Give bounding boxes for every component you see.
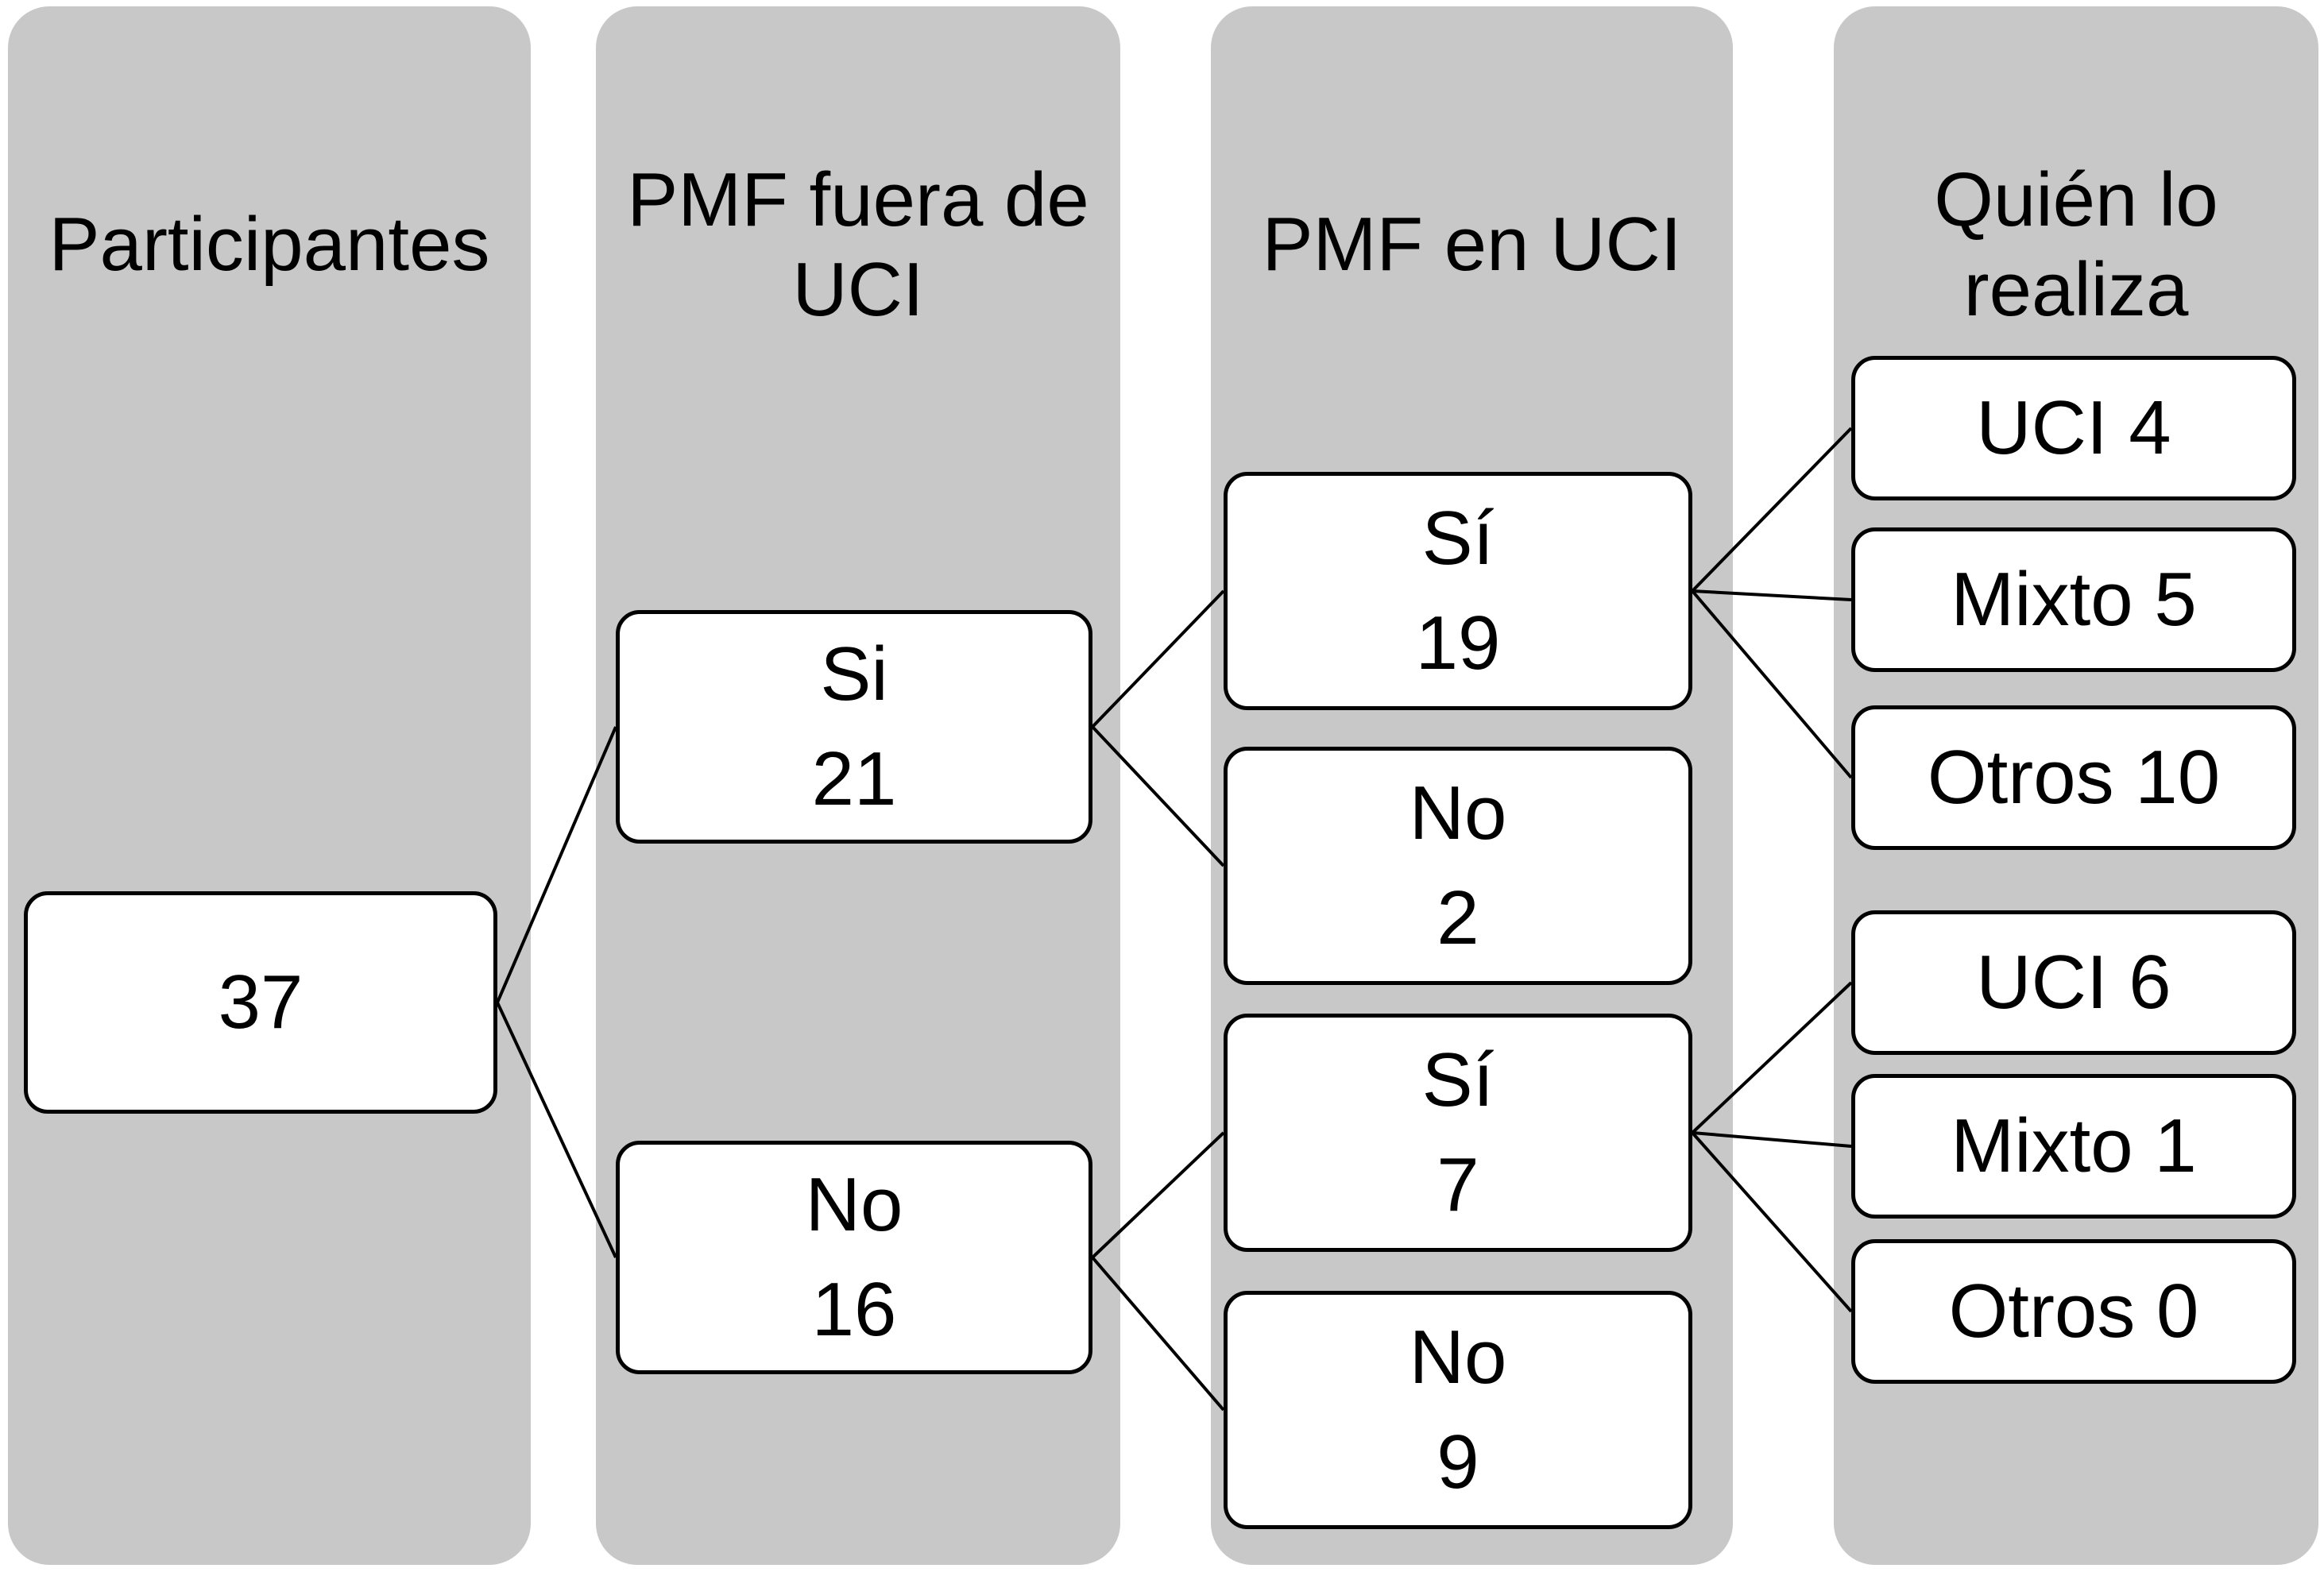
node-text: Mixto 5	[1951, 556, 2197, 642]
node-realiza-uci-4: UCI 4	[1851, 356, 2296, 500]
node-realiza-uci-6: UCI 6	[1851, 910, 2296, 1055]
node-text: 37	[218, 959, 304, 1045]
connector	[1091, 725, 1225, 867]
connector	[496, 726, 617, 1003]
connector	[1091, 1131, 1225, 1259]
connector	[1091, 1256, 1225, 1412]
connector	[496, 1002, 617, 1258]
connector	[1692, 589, 1852, 601]
node-text: Otros 0	[1948, 1268, 2199, 1354]
node-text: UCI 4	[1976, 384, 2171, 470]
node-realiza-mixto-5: Mixto 5	[1851, 527, 2296, 672]
node-participantes-total: 37	[24, 891, 497, 1114]
column-participantes: Participantes	[8, 6, 531, 1565]
node-realiza-mixto-1: Mixto 1	[1851, 1074, 2296, 1219]
node-realiza-otros-10: Otros 10	[1851, 705, 2296, 850]
node-text: Otros 10	[1927, 734, 2221, 820]
node-realiza-otros-0: Otros 0	[1851, 1239, 2296, 1384]
connector	[1091, 589, 1225, 728]
connector	[1691, 1131, 1853, 1313]
column-header-participantes: Participantes	[8, 126, 531, 364]
connector	[1691, 427, 1853, 593]
column-header-text: PMF en UCI	[1262, 202, 1682, 288]
column-header-text: Participantes	[48, 202, 490, 288]
connector	[1691, 589, 1853, 779]
column-header-pmf-en-uci: PMF en UCI	[1211, 126, 1733, 364]
connector	[1692, 1131, 1852, 1148]
node-text: Mixto 1	[1951, 1103, 2197, 1188]
node-text: UCI 6	[1976, 939, 2171, 1025]
connector	[1691, 981, 1853, 1134]
